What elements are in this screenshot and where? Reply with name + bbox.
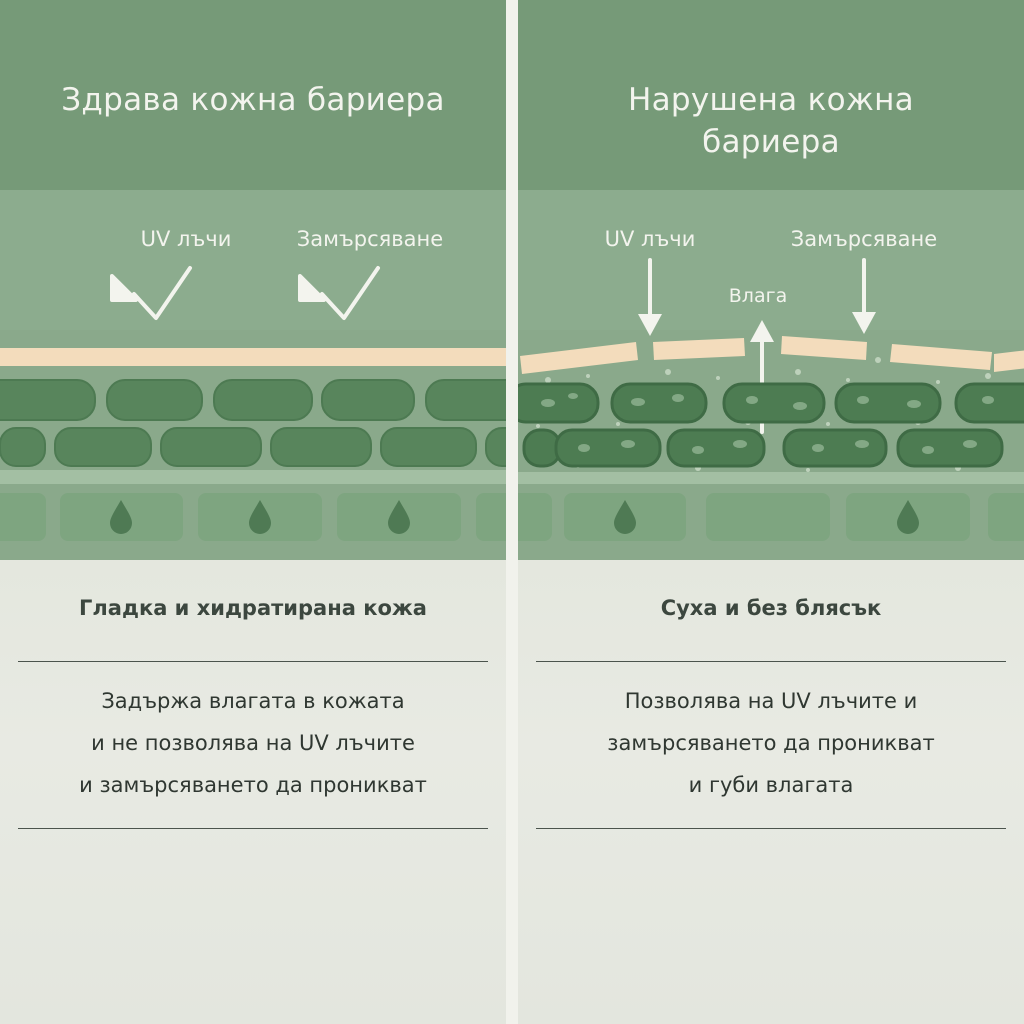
- uv-label: UV лъчи: [605, 227, 696, 251]
- water-drop-icon: [249, 500, 271, 534]
- skin-cell: [54, 427, 152, 467]
- damaged-cell: [666, 428, 766, 468]
- barrier-fragment: [890, 344, 992, 370]
- broken-barrier-layer: [520, 336, 1024, 374]
- damaged-cell: [554, 428, 662, 468]
- skin-cell: [380, 427, 477, 467]
- outer-environment: [518, 190, 1024, 330]
- pollution-deflect-check-icon: [298, 266, 380, 320]
- description-line: Позволява на UV лъчите и: [624, 689, 918, 713]
- damaged-title-line-2: бариера: [702, 124, 840, 160]
- damaged-cell: [610, 382, 708, 424]
- damaged-description: Позволява на UV лъчите и замърсяването д…: [518, 680, 1024, 806]
- water-drop-icon: [614, 500, 636, 534]
- healthy-barrier-panel: Здрава кожна бариера UV лъчи Замърсяване: [0, 0, 506, 1024]
- hydrated-cell: [476, 493, 506, 541]
- skin-cell: [213, 379, 313, 421]
- damaged-skin-illustration: UV лъчи Замърсяване Влага: [518, 190, 1024, 560]
- description-line: замърсяването да проникват: [607, 731, 935, 755]
- divider-line: [536, 661, 1006, 662]
- skin-cell: [0, 427, 46, 467]
- healthy-description: Задържа влагата в кожата и не позволява …: [0, 680, 506, 806]
- damaged-cell: [722, 382, 826, 424]
- divider-line: [18, 661, 488, 662]
- barrier-fragment: [653, 338, 745, 360]
- intact-barrier-layer: [0, 348, 506, 366]
- hydrated-cell: [0, 493, 46, 541]
- water-drop-icon: [897, 500, 919, 534]
- damaged-text-area: [518, 560, 1024, 1024]
- skin-cell: [425, 379, 506, 421]
- skin-cell: [485, 427, 506, 467]
- uv-down-arrow-icon: [638, 258, 662, 336]
- skin-cell: [160, 427, 262, 467]
- panel-divider: [506, 0, 518, 1024]
- description-line: и замърсяването да проникват: [79, 773, 427, 797]
- healthy-header: [0, 0, 506, 190]
- water-drops: [110, 500, 410, 534]
- divider-line: [536, 828, 1006, 829]
- dehydrated-cell: [988, 493, 1024, 541]
- uv-deflect-check-icon: [110, 266, 192, 320]
- damaged-condition: Суха и без блясък: [660, 596, 882, 620]
- dermis-border: [518, 472, 1024, 484]
- healthy-title: Здрава кожна бариера: [61, 82, 445, 118]
- description-line: и не позволява на UV лъчите: [91, 731, 415, 755]
- skin-cell: [106, 379, 203, 421]
- dehydrated-cell: [706, 493, 830, 541]
- water-drops: [614, 500, 919, 534]
- damaged-header: [518, 0, 1024, 190]
- barrier-fragment: [781, 336, 867, 360]
- skin-cell: [0, 379, 96, 421]
- healthy-condition: Гладка и хидратирана кожа: [79, 596, 427, 620]
- damaged-cell-row-top: [518, 382, 1024, 424]
- description-line: и губи влагата: [688, 773, 854, 797]
- dehydrated-cell: [518, 493, 552, 541]
- outer-environment: [0, 190, 506, 330]
- damaged-title-line-1: Нарушена кожна: [628, 82, 914, 118]
- divider-line: [18, 828, 488, 829]
- skin-cell: [321, 379, 415, 421]
- pollution-label: Замърсяване: [791, 227, 937, 251]
- damaged-barrier-panel: Нарушена кожна бариера UV лъчи Замърсява…: [518, 0, 1024, 1024]
- pollution-down-arrow-icon: [852, 258, 876, 334]
- damaged-cell: [518, 382, 600, 424]
- cell-row-top: [0, 379, 506, 421]
- barrier-fragment: [520, 342, 638, 374]
- damaged-cell: [834, 382, 942, 424]
- moisture-label: Влага: [729, 285, 787, 307]
- pollution-label: Замърсяване: [297, 227, 443, 251]
- dermis-border: [0, 470, 506, 484]
- damaged-cell: [782, 428, 888, 468]
- healthy-text-area: [0, 560, 506, 1024]
- cell-cracks: [541, 393, 994, 454]
- damaged-cell-row-bottom: [522, 428, 1004, 468]
- water-drop-icon: [388, 500, 410, 534]
- skin-cell: [270, 427, 372, 467]
- water-drop-icon: [110, 500, 132, 534]
- uv-label: UV лъчи: [141, 227, 232, 251]
- damaged-cell: [896, 428, 1004, 468]
- dehydrated-cell-row: [518, 493, 1024, 541]
- cell-row-bottom: [0, 427, 506, 467]
- description-line: Задържа влагата в кожата: [101, 689, 405, 713]
- healthy-skin-illustration: UV лъчи Замърсяване: [0, 190, 506, 560]
- barrier-fragment: [994, 350, 1024, 372]
